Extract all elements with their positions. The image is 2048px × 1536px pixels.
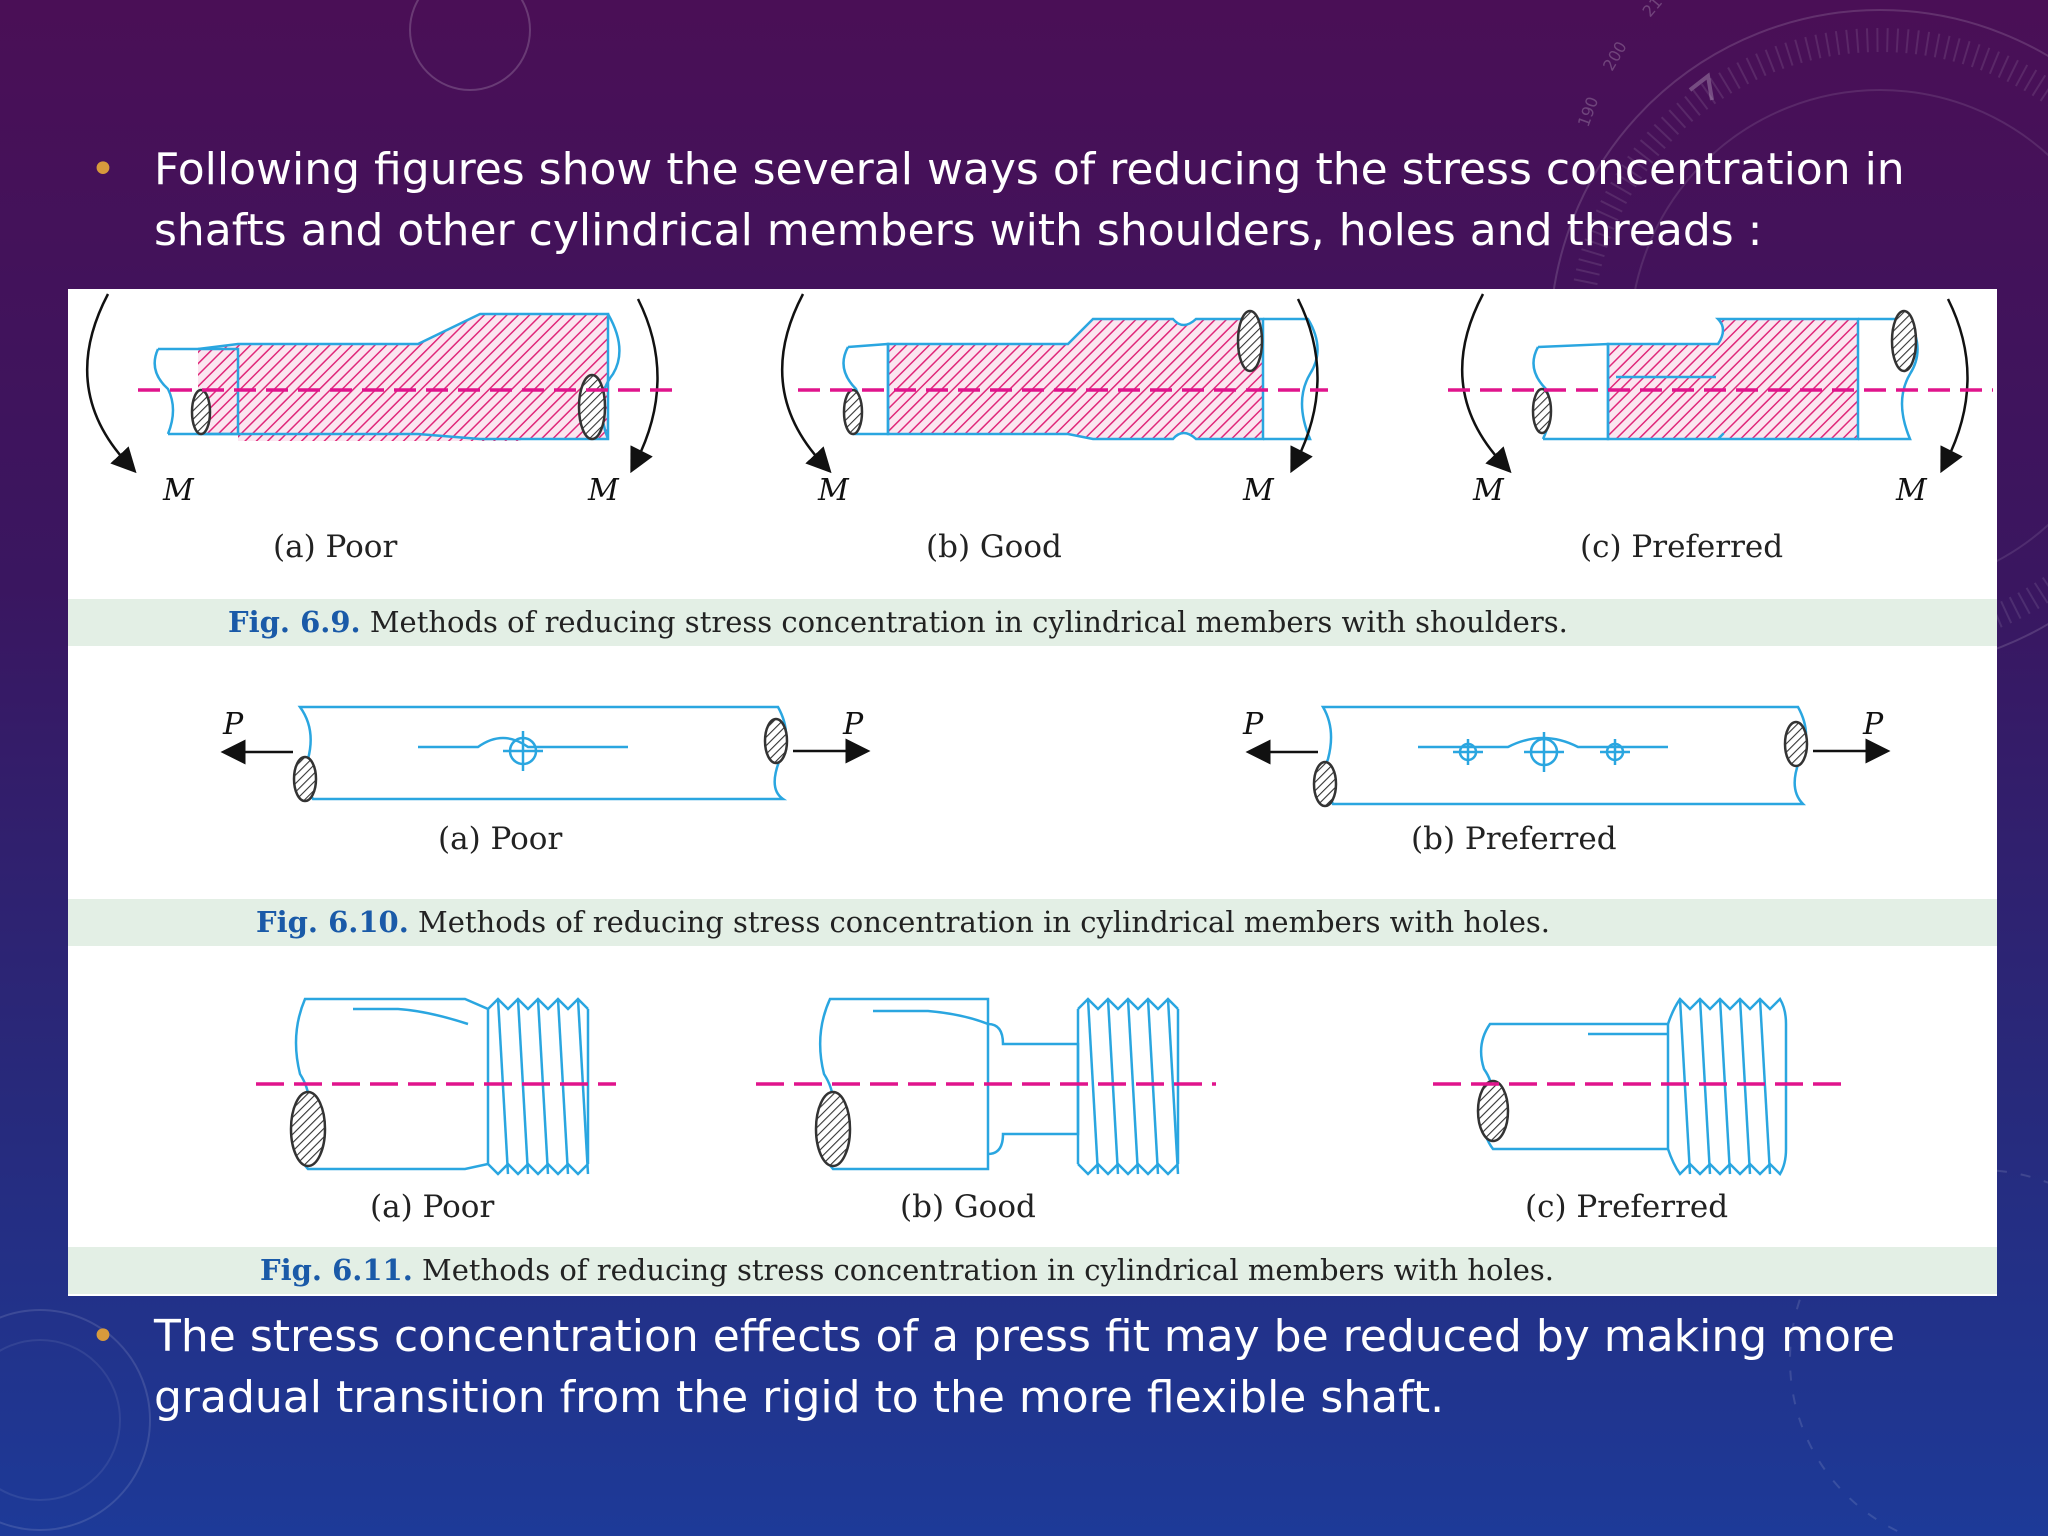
force-label: P [223,707,244,742]
fig-6-11-sub-b: (b) Good [900,1189,1036,1225]
moment-label: M [818,473,849,508]
fig-6-9-sub-c: (c) Preferred [1580,529,1784,565]
fig-6-10-sub-a: (a) Poor [438,821,563,857]
dial-number: 200 [1599,38,1631,74]
fig-6-11-b-threads [1076,997,1180,1176]
moment-label: M [163,473,194,508]
fig-6-11-a-threads [487,997,590,1176]
fig-6-11-sub-a: (a) Poor [370,1189,495,1225]
fig-6-10-caption-text: Methods of reducing stress concentration… [418,905,1551,939]
bullet-intro-text: Following figures show the several ways … [154,144,1905,256]
fig-6-9-number: Fig. 6.9. [228,605,361,639]
bullet-press-fit: • The stress concentration effects of a … [88,1306,1988,1428]
fig-6-10-caption: Fig. 6.10. Methods of reducing stress co… [68,899,1997,946]
dial-number: 21 [1639,0,1667,21]
fig-6-11-caption-text: Methods of reducing stress concentration… [422,1253,1555,1287]
fig-6-11-c-shaft [1476,996,1788,1177]
fig-6-9-caption: Fig. 6.9. Methods of reducing stress con… [68,599,1997,646]
bullet-dot: • [90,1311,116,1362]
moment-label: M [1243,473,1274,508]
fig-6-11-number: Fig. 6.11. [260,1253,413,1287]
fig-6-10-sub-b: (b) Preferred [1411,821,1617,857]
fig-6-9-c-shaft [1460,293,1969,474]
force-label: P [843,707,864,742]
bullet-press-fit-text: The stress concentration effects of a pr… [154,1311,1896,1423]
moment-label: M [1473,473,1504,508]
bullet-intro: • Following figures show the several way… [88,139,1988,261]
fig-6-10-b-shaft [1312,705,1809,808]
figure-drawings [85,293,1993,1177]
dial-number: 190 [1574,94,1602,129]
moment-label: M [1896,473,1927,508]
fig-6-11-a-shaft [289,997,590,1176]
fig-6-11-b-shaft [814,997,1180,1176]
fig-6-11-caption: Fig. 6.11. Methods of reducing stress co… [68,1247,1997,1294]
fig-6-9-a-shaft [85,293,659,474]
fig-6-9-sub-a: (a) Poor [273,529,398,565]
fig-6-9-caption-text: Methods of reducing stress concentration… [369,605,1568,639]
fig-6-9-sub-b: (b) Good [926,529,1062,565]
fig-6-9-b-shaft [780,293,1319,474]
fig-6-10-number: Fig. 6.10. [256,905,409,939]
fig-6-11-c-threads [1666,996,1788,1177]
figure-panel: M M M M M M (a) Poor (b) Good (c) Prefer… [68,289,1997,1296]
bullet-dot: • [90,144,116,195]
fig-6-11-sub-c: (c) Preferred [1525,1189,1729,1225]
fig-6-10-a-shaft [292,705,789,803]
force-label: P [1863,707,1884,742]
moment-label: M [588,473,619,508]
force-label: P [1243,707,1264,742]
